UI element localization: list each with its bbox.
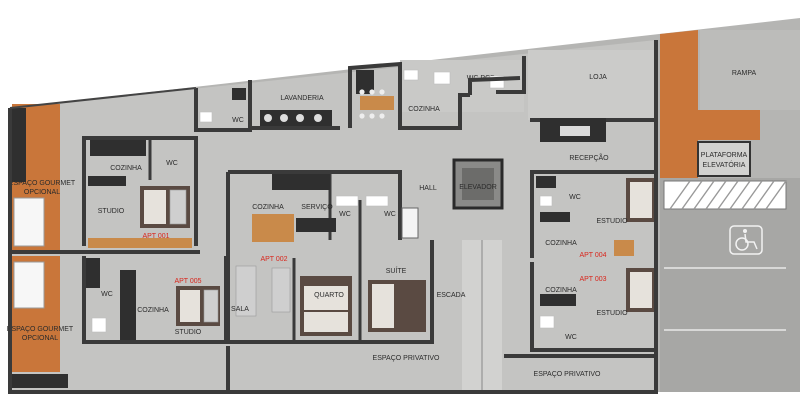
apt002-sala-label: SALA: [231, 306, 249, 313]
espaco-privativo-2-label: ESPAÇO PRIVATIVO: [534, 371, 601, 378]
escada-label: ESCADA: [437, 292, 466, 299]
plataforma-label-2: ELEVATÓRIA: [703, 160, 746, 169]
staircase: [462, 240, 502, 390]
gourmet-2-label-line2: OPCIONAL: [22, 335, 58, 342]
apt002-label: APT 002: [260, 256, 287, 263]
plataforma-label-1: PLATAFORMA: [701, 152, 748, 159]
apt-005: WC COZINHA STUDIO APT 005: [82, 256, 228, 344]
apt005-wc-label: WC: [101, 291, 113, 298]
apt003-label: APT 003: [579, 276, 606, 283]
apt005-studio-label: STUDIO: [175, 329, 202, 336]
apt001-label: APT 001: [142, 233, 169, 240]
espaco-privativo-1-label: ESPAÇO PRIVATIVO: [373, 355, 440, 362]
apt002-cozinha-label: COZINHA: [252, 204, 284, 211]
apt002-wc1-label: WC: [339, 211, 351, 218]
apt003-cozinha-label: COZINHA: [545, 287, 577, 294]
rampa-label: RAMPA: [732, 70, 757, 77]
gourmet-1-label-line2: OPCIONAL: [24, 189, 60, 196]
apt001-cozinha-label: COZINHA: [110, 165, 142, 172]
apt003-estudio-label: ESTUDIO: [596, 310, 628, 317]
apt005-cozinha-label: COZINHA: [137, 307, 169, 314]
lavanderia-label: LAVANDERIA: [280, 95, 324, 102]
parking-area: [660, 178, 800, 392]
apt005-label: APT 005: [174, 278, 201, 285]
hatched-area: [663, 180, 787, 210]
apt-001: COZINHA WC STUDIO APT 001: [82, 136, 198, 248]
apt-004: WC ESTUDIO COZINHA APT 004: [530, 170, 658, 259]
ramp-wood: [660, 30, 760, 178]
apt002-suite-label: SUÍTE: [386, 266, 407, 275]
apt-002: COZINHA SERVIÇO WC WC SUÍTE QUARTO SALA …: [226, 170, 434, 344]
apt001-studio-label: STUDIO: [98, 208, 125, 215]
apt002-quarto-label: QUARTO: [314, 292, 344, 299]
wc-top-label: WC: [232, 117, 244, 124]
cozinha-top-label: COZINHA: [408, 106, 440, 113]
elevador-label: ELEVADOR: [459, 184, 497, 191]
apt004-wc-label: WC: [569, 194, 581, 201]
apt002-wc2-label: WC: [384, 211, 396, 218]
gourmet-1-label-line1: ESPAÇO GOURMET: [9, 180, 76, 187]
apt004-estudio-label: ESTUDIO: [596, 218, 628, 225]
recepcao-label: RECEPÇÃO: [569, 153, 609, 162]
wheelchair-icon: [729, 225, 763, 255]
apt002-servico-label: SERVIÇO: [301, 204, 333, 211]
loja-label: LOJA: [589, 74, 607, 81]
apt004-cozinha-label: COZINHA: [545, 240, 577, 247]
apt004-label: APT 004: [579, 252, 606, 259]
elevator-platform: [697, 141, 751, 177]
apt003-wc-label: WC: [565, 334, 577, 341]
apt-003: APT 003 COZINHA ESTUDIO WC: [530, 262, 658, 352]
hall-label: HALL: [419, 185, 437, 192]
apt001-wc-label: WC: [166, 160, 178, 167]
gourmet-2-label-line1: ESPAÇO GOURMET: [7, 326, 74, 333]
